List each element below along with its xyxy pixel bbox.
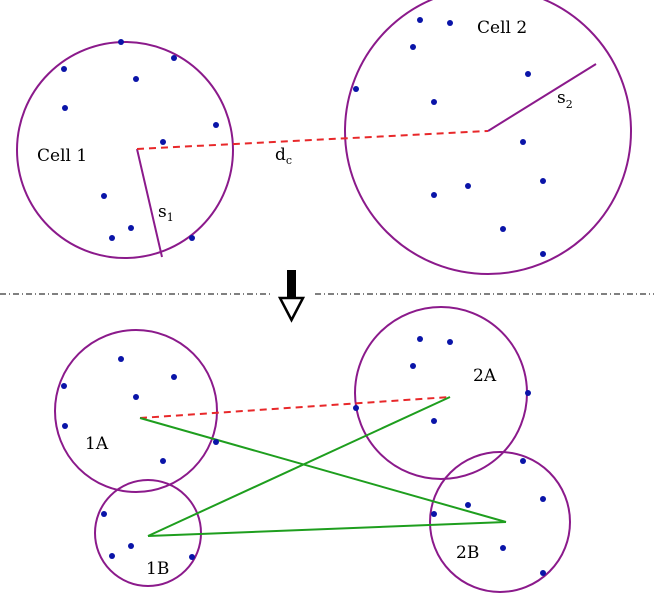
radius-1-subscript: 1 — [167, 211, 174, 224]
data-point — [189, 554, 195, 560]
cross-links — [139, 396, 507, 537]
data-point — [128, 543, 134, 549]
cell-2-radius-line — [487, 63, 597, 132]
data-point — [520, 458, 526, 464]
data-point — [447, 20, 453, 26]
data-point — [62, 423, 68, 429]
link-1b-2b — [147, 521, 507, 537]
cell-2-label: Cell 2 — [477, 18, 527, 38]
down-arrow-icon — [277, 270, 306, 323]
data-point — [431, 511, 437, 517]
cell-2b-points — [431, 458, 546, 576]
cell-1a-label: 1A — [85, 434, 109, 454]
data-point — [465, 502, 471, 508]
radius-1-symbol: s — [158, 202, 167, 222]
cell-1a-points — [61, 356, 219, 464]
data-point — [525, 390, 531, 396]
data-point — [61, 383, 67, 389]
data-point — [160, 458, 166, 464]
distance-label: dc — [275, 145, 292, 167]
data-point — [465, 183, 471, 189]
data-point — [101, 193, 107, 199]
top-panel: Cell 1 Cell 2 s1 s2 dc — [16, 0, 632, 275]
cell-2b-circle — [429, 451, 571, 593]
data-point — [171, 55, 177, 61]
data-point — [431, 418, 437, 424]
data-point — [540, 496, 546, 502]
data-point — [213, 439, 219, 445]
cell-2-points — [353, 17, 546, 257]
data-point — [447, 339, 453, 345]
bottom-panel: 1A 1B 2A 2B — [54, 306, 571, 593]
cell-2b-label: 2B — [456, 543, 479, 563]
cell-1-radius-line — [136, 148, 163, 258]
data-point — [353, 86, 359, 92]
distance-subscript: c — [286, 154, 292, 167]
radius-2-subscript: 2 — [566, 98, 573, 111]
data-point — [133, 394, 139, 400]
data-point — [133, 76, 139, 82]
data-point — [431, 192, 437, 198]
radius-2-label: s2 — [557, 88, 573, 111]
data-point — [189, 235, 195, 241]
center-distance-line — [136, 130, 489, 150]
data-point — [160, 139, 166, 145]
link-1b-2a — [147, 396, 451, 537]
cell-2-circle — [344, 0, 632, 275]
cell-1-circle — [16, 41, 234, 259]
data-point — [500, 226, 506, 232]
subcell-a-distance-line — [139, 396, 451, 419]
data-point — [410, 363, 416, 369]
data-point — [118, 356, 124, 362]
data-point — [128, 225, 134, 231]
radius-1-label: s1 — [158, 202, 174, 224]
data-point — [417, 336, 423, 342]
data-point — [62, 105, 68, 111]
cell-1b-label: 1B — [146, 559, 169, 579]
data-point — [109, 235, 115, 241]
cell-1-points — [61, 39, 219, 241]
cell-2a-label: 2A — [473, 366, 497, 386]
data-point — [525, 71, 531, 77]
cell-2a-points — [353, 336, 531, 424]
data-point — [118, 39, 124, 45]
data-point — [101, 511, 107, 517]
data-point — [410, 44, 416, 50]
cell-2a-circle — [354, 306, 528, 480]
data-point — [417, 17, 423, 23]
cell-1-label: Cell 1 — [37, 146, 87, 166]
radius-2-symbol: s — [557, 88, 566, 108]
data-point — [500, 545, 506, 551]
data-point — [520, 139, 526, 145]
distance-symbol: d — [275, 145, 286, 165]
cell-1a-circle — [54, 329, 218, 493]
data-point — [431, 99, 437, 105]
data-point — [61, 66, 67, 72]
data-point — [109, 553, 115, 559]
link-1a-2b — [139, 417, 507, 523]
cell-1b-points — [101, 511, 195, 560]
data-point — [171, 374, 177, 380]
data-point — [540, 178, 546, 184]
data-point — [353, 405, 359, 411]
data-point — [213, 122, 219, 128]
data-point — [540, 251, 546, 257]
data-point — [540, 570, 546, 576]
